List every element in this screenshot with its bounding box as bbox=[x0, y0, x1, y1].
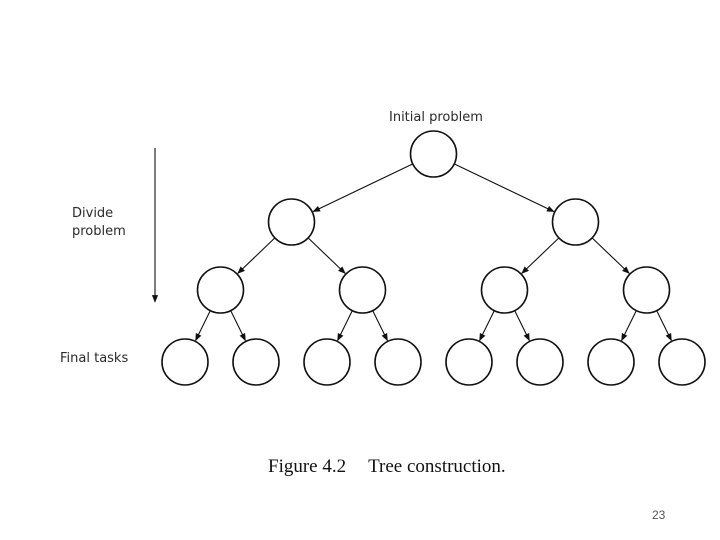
tree-node-l1-n0 bbox=[267, 198, 316, 246]
tree-node-l2-n0 bbox=[196, 266, 245, 314]
page-number: 23 bbox=[652, 508, 666, 522]
tree-node-l3-n6 bbox=[587, 338, 635, 386]
tree-edge-l2-n0-c0 bbox=[195, 310, 211, 342]
tree-node-l2-n1 bbox=[338, 266, 387, 314]
tree-edge-l1-n0-c1 bbox=[307, 237, 346, 274]
figure-number: Figure 4.2 bbox=[268, 456, 347, 477]
tree-edge-l0-n0-c1 bbox=[453, 163, 555, 213]
figure-title: Tree construction. bbox=[368, 456, 506, 477]
tree-node-l3-n5 bbox=[516, 338, 564, 386]
tree-edge-l2-n0-c1 bbox=[230, 310, 246, 342]
tree-edge-l0-n0-c0 bbox=[312, 163, 414, 213]
root-label: Initial problem bbox=[389, 110, 483, 125]
final-tasks-label: Final tasks bbox=[60, 351, 128, 366]
figure-caption: Figure 4.2 Tree construction. bbox=[268, 456, 506, 478]
divide-label-line2: problem bbox=[72, 224, 126, 239]
tree-edge-l2-n1-c1 bbox=[372, 310, 388, 342]
divide-label-line1: Divide bbox=[72, 206, 113, 221]
tree-node-l1-n1 bbox=[551, 198, 600, 246]
tree-edge-l2-n1-c0 bbox=[337, 310, 353, 342]
tree-edge-l2-n3-c0 bbox=[621, 310, 637, 342]
tree-edge-l1-n1-c1 bbox=[591, 237, 630, 274]
tree-edge-l2-n2-c0 bbox=[479, 310, 495, 342]
tree-nodes bbox=[161, 130, 706, 386]
tree-edge-l2-n3-c1 bbox=[656, 310, 672, 342]
tree-node-l3-n4 bbox=[445, 338, 493, 386]
tree-edge-l1-n0-c0 bbox=[237, 237, 276, 274]
tree-node-l3-n0 bbox=[161, 338, 209, 386]
tree-node-l3-n3 bbox=[374, 338, 422, 386]
tree-edges bbox=[195, 163, 672, 342]
tree-edge-l2-n2-c1 bbox=[514, 310, 530, 342]
tree-node-l3-n7 bbox=[658, 338, 706, 386]
tree-node-l2-n2 bbox=[480, 266, 529, 314]
tree-edge-l1-n1-c0 bbox=[521, 237, 560, 274]
tree-node-l0-n0 bbox=[409, 130, 458, 178]
tree-node-l2-n3 bbox=[622, 266, 671, 314]
tree-node-l3-n1 bbox=[232, 338, 280, 386]
tree-node-l3-n2 bbox=[303, 338, 351, 386]
